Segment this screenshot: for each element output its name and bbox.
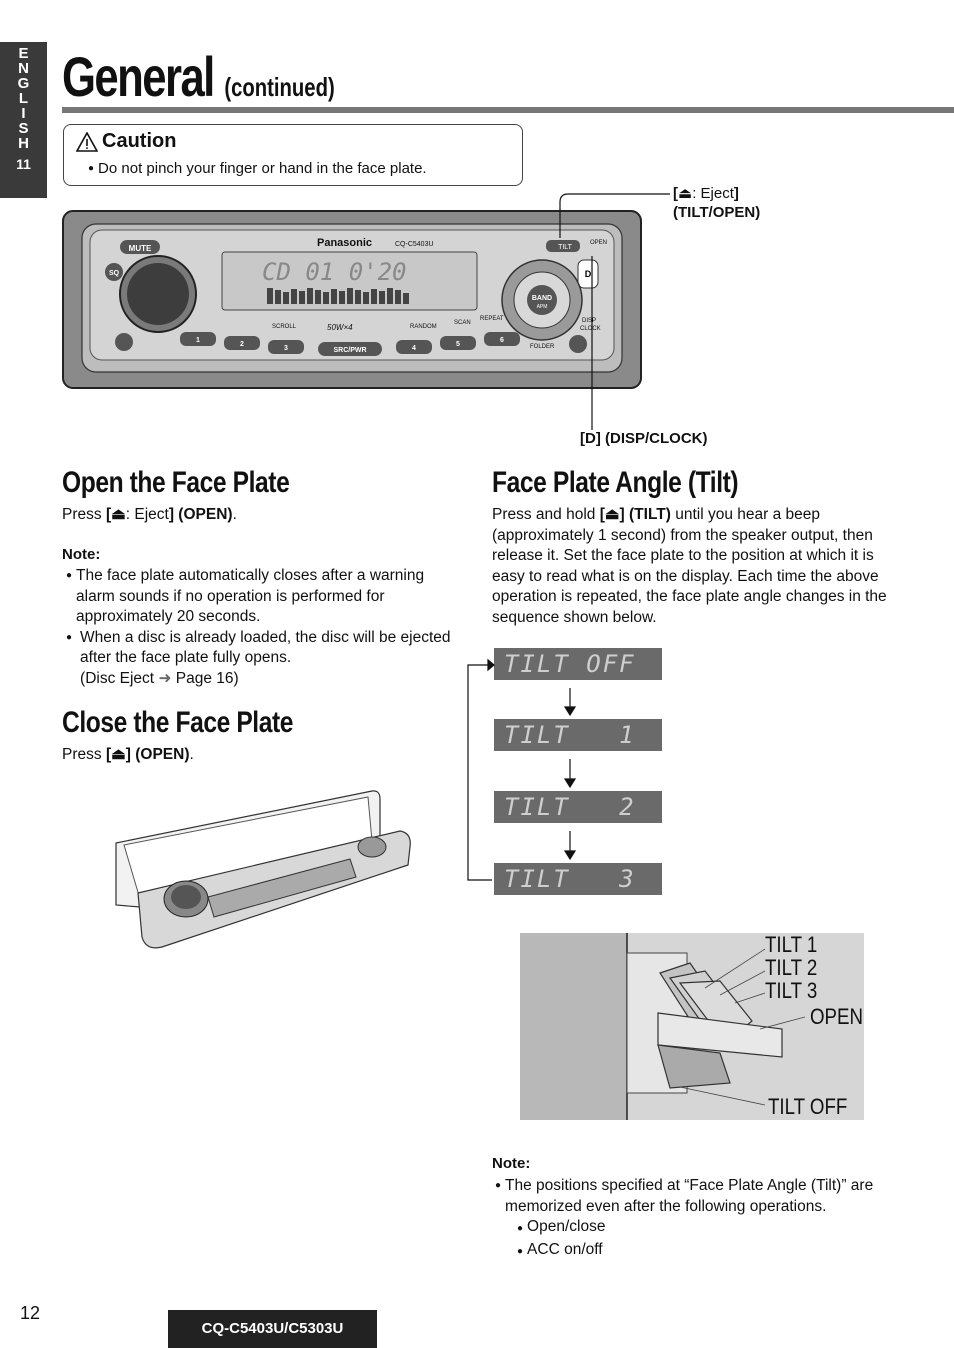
open-instruction: Press [⏏: Eject] (OPEN).	[62, 506, 237, 523]
eject-icon: ⏏	[111, 506, 126, 523]
random-label: RANDOM	[410, 324, 437, 330]
label-tilt-off: TILT OFF	[768, 1094, 848, 1119]
tilt-diagram-labels-top: TILT 1 TILT 2 TILT 3	[765, 933, 817, 1002]
open-heading: Open the Face Plate	[62, 466, 290, 499]
footer-model: CQ-C5403U/C5303U	[168, 1310, 377, 1348]
caution-heading: Caution	[76, 130, 176, 153]
lcd-tilt-2: TILT 2	[494, 791, 662, 823]
eject-icon: ⏏	[111, 746, 126, 763]
d-button-label: D	[585, 269, 592, 279]
warning-icon	[76, 131, 98, 152]
src-label: SRC/PWR	[333, 347, 366, 354]
tab-letter: L	[18, 90, 29, 107]
tilt-note-sub-2: ●ACC on/off	[517, 1240, 603, 1258]
tilt-note-sub-1: ●Open/close	[517, 1218, 606, 1235]
caution-box	[63, 124, 523, 186]
label-tilt-1: TILT 1	[765, 932, 818, 957]
callout-lines	[559, 193, 670, 430]
title-continued: (continued)	[224, 72, 335, 102]
button-2-label: 2	[240, 341, 244, 348]
open-note-2: ● When a disc is already loaded, the dis…	[66, 628, 451, 687]
tab-page-number: 11	[16, 156, 31, 172]
tab-letter: E	[18, 45, 29, 62]
display-text: CD 01 0'20	[262, 258, 407, 286]
clock-label: CLOCK	[580, 326, 601, 332]
tab-letter: H	[18, 135, 29, 152]
tab-letter: G	[17, 75, 30, 92]
open-label: OPEN	[590, 240, 607, 246]
lcd-tilt-3: TILT 3	[494, 863, 662, 895]
close-instruction: Press [⏏] (OPEN).	[62, 746, 194, 763]
arrow-right-icon: ➜	[158, 669, 172, 687]
mosfet-label: 50W×4	[327, 323, 353, 332]
tilt-angle-diagram	[520, 933, 864, 1120]
disp-callout: [D] (DISP/CLOCK)	[580, 430, 708, 447]
sequence-arrows	[467, 658, 577, 881]
button-4-label: 4	[412, 345, 416, 352]
label-tilt-2: TILT 2	[765, 955, 818, 980]
eject-icon: ⏏	[604, 506, 620, 523]
lcd-tilt-1: TILT 1	[494, 719, 662, 751]
label-open: OPEN	[810, 1004, 864, 1029]
tilt-note: ● The positions specified at “Face Plate…	[495, 1176, 895, 1262]
eject-callout-line1: [⏏: Eject]	[673, 185, 739, 202]
button-1-label: 1	[196, 337, 200, 344]
tab-letter: I	[21, 105, 26, 122]
title-rule	[62, 107, 954, 113]
tab-letter: S	[18, 120, 29, 137]
disp-label: DISP	[582, 318, 596, 324]
tab-letter: N	[18, 60, 29, 77]
tilt-note-heading: Note:	[492, 1155, 531, 1172]
open-note-list: ● The face plate automatically closes af…	[66, 566, 466, 689]
scroll-label: SCROLL	[272, 324, 297, 330]
repeat-label: REPEAT	[480, 316, 504, 322]
scan-label: SCAN	[454, 320, 471, 326]
button-5-label: 5	[456, 341, 460, 348]
eject-icon: ⏏	[678, 185, 693, 202]
face-plate-illustration: MUTE SQ CD 01 0'20 Panasonic CQ-C5403U T…	[62, 210, 642, 389]
lcd-tilt-off: TILT OFF	[494, 648, 662, 680]
tilt-button-label: TILT	[558, 244, 573, 251]
apm-label: APM	[537, 304, 548, 310]
sq-label: SQ	[109, 270, 120, 277]
folder-label: FOLDER	[530, 344, 555, 350]
tilt-instruction: Press and hold [⏏] (TILT) until you hear…	[492, 506, 887, 626]
model-label: CQ-C5403U	[395, 241, 434, 248]
tilt-note-item: ● The positions specified at “Face Plate…	[495, 1177, 874, 1215]
caution-text: Do not pinch your finger or hand in the …	[88, 160, 427, 177]
caution-title: Caution	[102, 130, 177, 152]
page-number: 12	[20, 1303, 41, 1323]
mute-label: MUTE	[129, 244, 152, 253]
title-text: General	[62, 45, 215, 108]
close-heading: Close the Face Plate	[62, 706, 294, 739]
open-note-1: ● The face plate automatically closes af…	[66, 567, 425, 625]
button-6-label: 6	[500, 337, 504, 344]
language-tab: E N G L I S H 11	[0, 42, 47, 198]
eject-callout-line2: (TILT/OPEN)	[673, 204, 761, 221]
button-3-label: 3	[284, 345, 288, 352]
page-title: General (continued)	[62, 44, 335, 109]
open-face-plate-illustration	[115, 790, 411, 949]
open-note-heading: Note:	[62, 546, 101, 563]
tilt-heading: Face Plate Angle (Tilt)	[492, 466, 739, 499]
band-label: BAND	[532, 295, 552, 302]
brand-label: Panasonic	[317, 237, 372, 249]
label-tilt-3: TILT 3	[765, 978, 818, 1003]
